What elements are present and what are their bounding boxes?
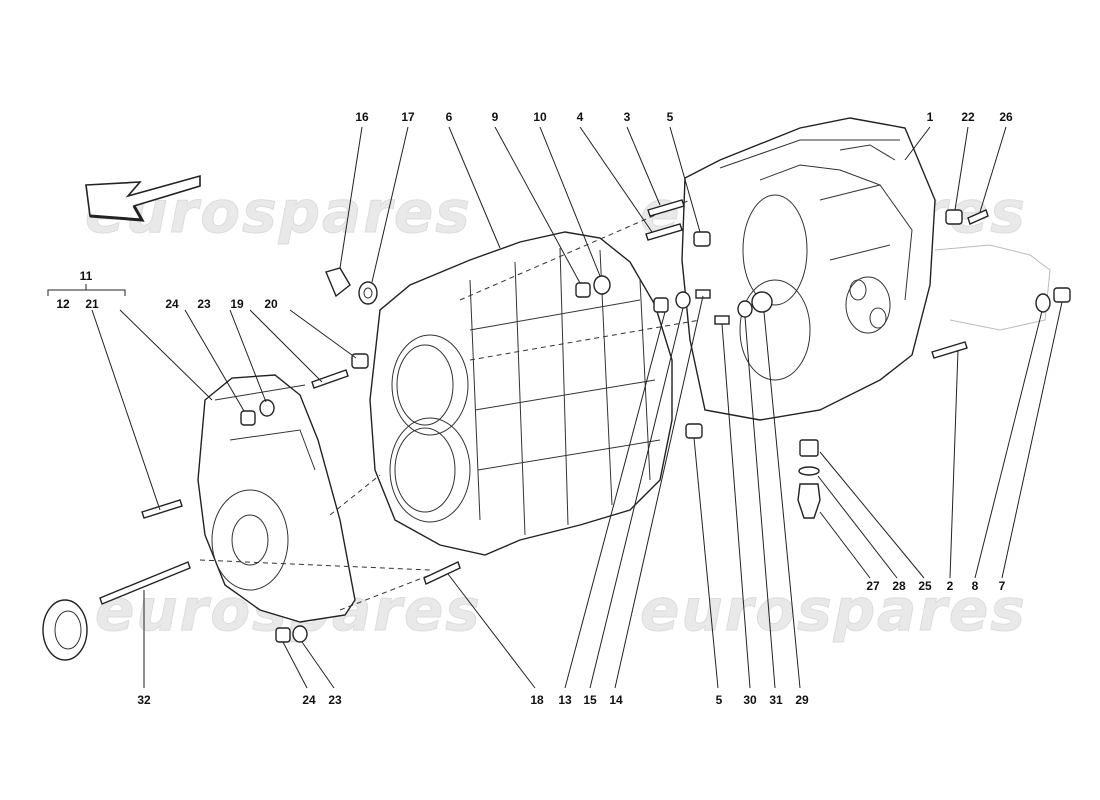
callout-6: 6 (446, 110, 453, 124)
intermediate-gearbox-housing (369, 199, 701, 556)
callout-25: 25 (918, 579, 932, 593)
callout-8: 8 (972, 579, 979, 593)
rear-gearbox-housing (681, 117, 1051, 421)
callout-12: 12 (56, 297, 70, 311)
callout-18: 18 (530, 693, 544, 707)
callout-5-top: 5 (667, 110, 674, 124)
callout-23-top: 23 (197, 297, 211, 311)
callout-29: 29 (795, 693, 809, 707)
callout-15: 15 (583, 693, 597, 707)
callout-5-bottom: 5 (716, 693, 723, 707)
leader-lines (47, 126, 1063, 689)
callout-20: 20 (264, 297, 278, 311)
callout-31: 31 (769, 693, 783, 707)
callout-32: 32 (137, 693, 151, 707)
callout-13: 13 (558, 693, 572, 707)
callout-10: 10 (533, 110, 547, 124)
watermark-bottom-right: eurospares (640, 576, 1027, 644)
callout-labels: 16 17 6 9 10 4 3 5 1 22 26 11 12 21 24 2… (56, 110, 1013, 707)
callout-24-bottom: 24 (302, 693, 316, 707)
callout-26: 26 (999, 110, 1013, 124)
callout-24-top: 24 (165, 297, 179, 311)
callout-16: 16 (355, 110, 369, 124)
callout-23-bottom: 23 (328, 693, 342, 707)
callout-17: 17 (401, 110, 415, 124)
callout-4: 4 (577, 110, 584, 124)
callout-28: 28 (892, 579, 906, 593)
callout-7: 7 (999, 579, 1006, 593)
callout-21: 21 (85, 297, 99, 311)
callout-3: 3 (624, 110, 631, 124)
watermark-top-left: eurospares (85, 178, 472, 246)
callout-2: 2 (947, 579, 954, 593)
front-cover (197, 374, 356, 623)
callout-14: 14 (609, 693, 623, 707)
small-parts (42, 199, 1071, 661)
callout-30: 30 (743, 693, 757, 707)
callout-19: 19 (230, 297, 244, 311)
callout-9: 9 (492, 110, 499, 124)
assembly-lines (199, 474, 431, 611)
arrow-down-left-icon (85, 174, 201, 222)
callout-1: 1 (927, 110, 934, 124)
callout-27: 27 (866, 579, 880, 593)
callout-11: 11 (80, 269, 93, 283)
callout-22: 22 (961, 110, 975, 124)
